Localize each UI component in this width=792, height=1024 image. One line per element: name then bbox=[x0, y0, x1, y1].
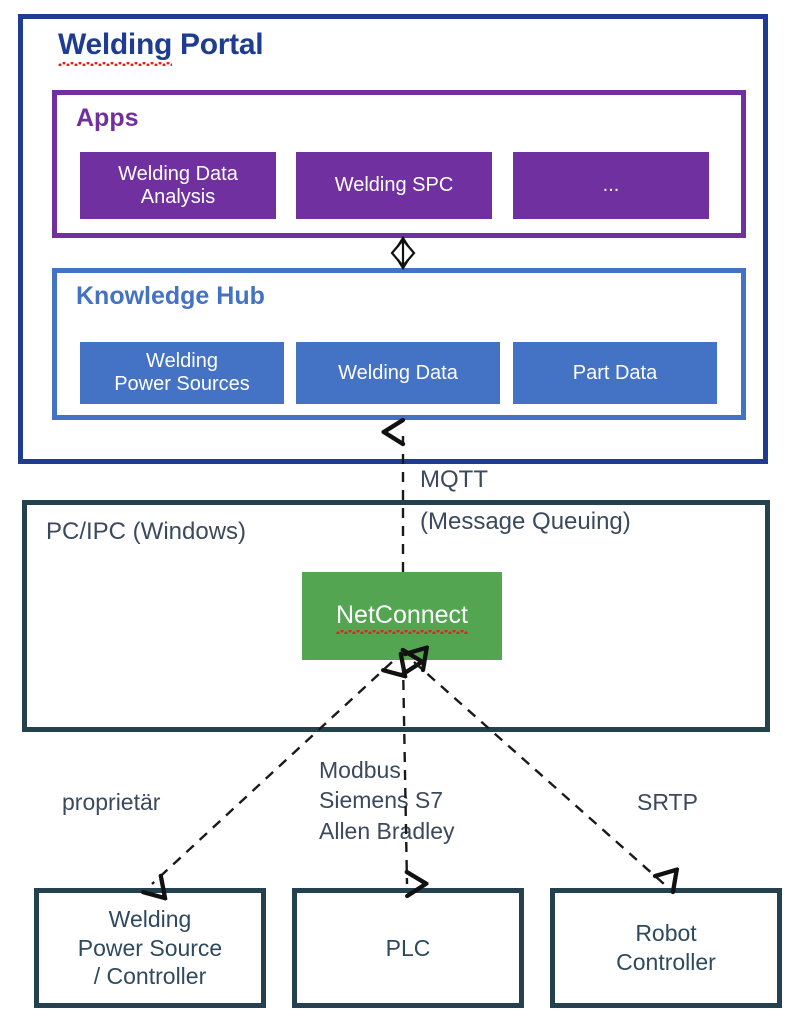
hub-card-label: Welding Data bbox=[338, 361, 458, 384]
pc-ipc-label: PC/IPC (Windows) bbox=[46, 518, 247, 545]
hub-card-label: Part Data bbox=[572, 361, 658, 384]
apps-heading: Apps bbox=[76, 104, 139, 132]
netconnect-node[interactable]: NetConnect bbox=[302, 572, 502, 660]
page-title-misspelled-word: Welding bbox=[58, 28, 172, 66]
app-card-label: Welding SPC bbox=[334, 174, 454, 196]
device-box-label: PLC bbox=[385, 934, 431, 961]
hub-card-part-data[interactable]: Part Data bbox=[513, 342, 717, 404]
app-card-welding-spc[interactable]: Welding SPC bbox=[296, 152, 492, 219]
mqtt-sublabel: (Message Queuing) bbox=[420, 508, 631, 535]
app-card-label: ... bbox=[602, 174, 620, 196]
mqtt-label: MQTT bbox=[420, 466, 488, 493]
page-title-rest: Portal bbox=[172, 28, 264, 61]
knowledge-hub-heading: Knowledge Hub bbox=[76, 282, 265, 310]
hub-card-welding-data[interactable]: Welding Data bbox=[296, 342, 500, 404]
app-card-more[interactable]: ... bbox=[513, 152, 709, 219]
netconnect-label: NetConnect bbox=[335, 601, 469, 634]
device-box-plc[interactable]: PLC bbox=[292, 888, 524, 1008]
protocol-label-proprietaer: proprietär bbox=[62, 789, 161, 815]
protocol-label-srtp: SRTP bbox=[637, 789, 698, 815]
page-title: Welding Portal bbox=[58, 28, 264, 66]
